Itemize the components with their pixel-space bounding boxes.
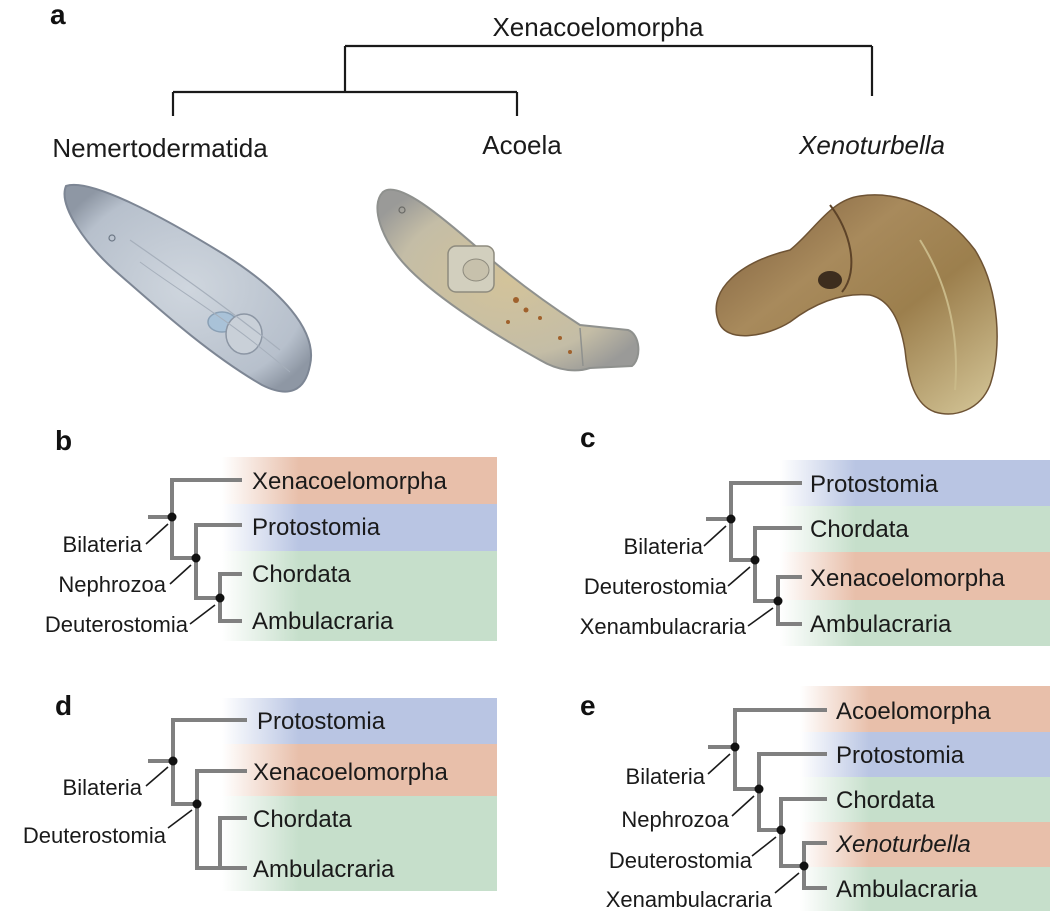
xenacoelomorpha-clade-label: Xenacoelomorpha — [492, 12, 704, 42]
panel-c-band-chordate — [780, 506, 1050, 552]
panel-c-label-deuterostomia: Deuterostomia — [584, 574, 728, 599]
panel-c-band-xenacoelomorph — [780, 552, 1050, 600]
panel-b-band-xenacoelomorph — [222, 457, 497, 504]
panel-e-band-acoelomorph — [800, 686, 1050, 732]
panel-c-band-protostome — [780, 460, 1050, 506]
panel-e-label-xenambulacraria: Xenambulacraria — [606, 887, 773, 911]
taxon-label-xenoturbella: Xenoturbella — [798, 130, 945, 160]
panel-b-tip-ambulacraria: Ambulacraria — [252, 608, 394, 635]
panel-c-band-ambulacrarian — [780, 600, 1050, 646]
panel-c-label-xenambulacraria: Xenambulacraria — [580, 614, 747, 639]
panel-c-letter: c — [580, 422, 596, 453]
panel-e-tip-chordata: Chordata — [836, 787, 935, 814]
panel-e: e Bilateria Nephrozoa Deuterostomia Xena… — [580, 686, 1050, 911]
panel-b-tip-protostomia: Protostomia — [252, 514, 381, 541]
panel-e-tip-protostomia: Protostomia — [836, 742, 965, 769]
panel-d-node-deuterostomia — [192, 799, 202, 809]
panel-e-node-xenambulacraria — [799, 861, 809, 871]
panel-b: b Bilateria Nephrozoa Deuterostomia Xena… — [45, 425, 497, 641]
panel-a-letter: a — [50, 0, 66, 30]
panel-d-tip-ambulacraria: Ambulacraria — [253, 856, 395, 883]
panel-c-tip-ambulacraria: Ambulacraria — [810, 611, 952, 638]
panel-c-node-xenambulacraria — [773, 596, 783, 606]
panel-e-tip-acoelomorpha: Acoelomorpha — [836, 698, 991, 725]
panel-c-tip-xenacoelomorpha: Xenacoelomorpha — [810, 565, 1005, 592]
panel-e-label-bilateria: Bilateria — [626, 764, 706, 789]
panel-b-label-deuterostomia: Deuterostomia — [45, 612, 189, 637]
panel-d-band-xenacoelomorph — [222, 744, 497, 796]
panel-b-label-bilateria: Bilateria — [63, 532, 143, 557]
panel-e-tree — [707, 708, 827, 894]
panel-e-band-protostome — [800, 732, 1050, 777]
panel-c-node-bilateria — [726, 514, 736, 524]
panel-b-band-deuterostome — [222, 551, 497, 641]
panel-e-tip-xenoturbella: Xenoturbella — [835, 831, 971, 858]
panel-b-band-protostome — [222, 504, 497, 551]
panel-d-tip-protostomia: Protostomia — [257, 708, 386, 735]
panel-c-node-deuterostomia — [750, 555, 760, 565]
panel-c-tip-protostomia: Protostomia — [810, 471, 939, 498]
taxon-label-nemertodermatida: Nemertodermatida — [52, 133, 268, 163]
panel-d-node-bilateria — [168, 756, 178, 766]
panel-e-label-deuterostomia: Deuterostomia — [609, 848, 753, 873]
panel-d-band-deuterostome — [222, 796, 497, 891]
panel-c: c Bilateria Deuterostomia Xenambulacrari… — [580, 422, 1050, 646]
panel-d: d Bilateria Deuterostomia Protostomia Xe… — [23, 690, 497, 891]
panel-e-letter: e — [580, 690, 596, 721]
panel-d-tip-xenacoelomorpha: Xenacoelomorpha — [253, 759, 448, 786]
panel-b-label-nephrozoa: Nephrozoa — [58, 572, 166, 597]
panel-c-label-bilateria: Bilateria — [624, 534, 704, 559]
panel-e-tip-ambulacraria: Ambulacraria — [836, 876, 978, 903]
panel-d-letter: d — [55, 690, 72, 721]
taxon-label-acoela: Acoela — [482, 130, 562, 160]
panel-b-letter: b — [55, 425, 72, 456]
panel-b-tree — [145, 478, 242, 625]
panel-d-band-protostome — [222, 698, 497, 744]
panel-e-band-xenoturbella — [800, 822, 1050, 867]
panel-e-node-nephrozoa — [754, 784, 764, 794]
panel-e-node-bilateria — [730, 742, 740, 752]
panel-d-label-deuterostomia: Deuterostomia — [23, 823, 167, 848]
panel-b-tip-xenacoelomorpha: Xenacoelomorpha — [252, 468, 447, 495]
panel-e-node-deuterostomia — [776, 825, 786, 835]
panel-d-label-bilateria: Bilateria — [63, 775, 143, 800]
panel-d-tip-chordata: Chordata — [253, 806, 352, 833]
panel-a-bracket — [171, 44, 874, 116]
panel-b-node-bilateria — [167, 512, 177, 522]
panel-b-node-deuterostomia — [215, 593, 225, 603]
panel-c-tip-chordata: Chordata — [810, 516, 909, 543]
acoela-specimen-image — [376, 188, 640, 372]
nemertodermatida-specimen-image — [63, 183, 313, 393]
panel-e-band-chordate — [800, 777, 1050, 822]
panel-e-band-ambulacrarian — [800, 867, 1050, 911]
panel-d-tree — [145, 718, 247, 870]
panel-e-label-nephrozoa: Nephrozoa — [621, 807, 729, 832]
xenoturbella-specimen-image — [715, 194, 998, 415]
panel-b-tip-chordata: Chordata — [252, 561, 351, 588]
panel-c-tree — [703, 481, 802, 627]
panel-a-cladogram — [171, 44, 874, 116]
panel-b-node-nephrozoa — [191, 553, 201, 563]
panel-a: a Xenacoelomorpha Nemertodermatida Acoel… — [50, 0, 998, 415]
